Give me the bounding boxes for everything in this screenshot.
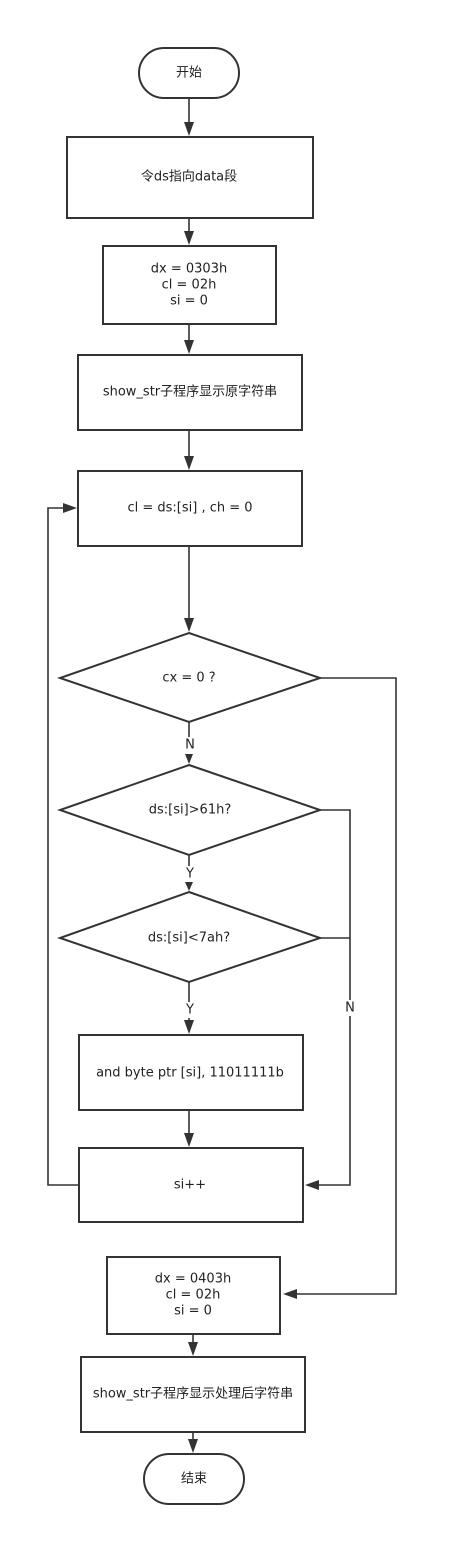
arrowhead-down bbox=[184, 122, 194, 136]
and-op-label: and byte ptr [si], 11011111b bbox=[96, 1066, 284, 1081]
arrowhead-down bbox=[184, 231, 194, 245]
reinit-registers-process: dx = 0403h cl = 02h si = 0 bbox=[106, 1256, 281, 1335]
arrowhead-down bbox=[188, 1439, 198, 1453]
inc-si-process: si++ bbox=[78, 1147, 304, 1223]
init2-line-2: cl = 02h bbox=[166, 1288, 221, 1303]
init1-line-3: si = 0 bbox=[170, 294, 208, 309]
load-cl-process: cl = ds:[si] , ch = 0 bbox=[77, 470, 303, 547]
init-registers-process: dx = 0303h cl = 02h si = 0 bbox=[102, 245, 277, 325]
init1-line-1: dx = 0303h bbox=[151, 262, 227, 277]
show-processed-label: show_str子程序显示处理后字符串 bbox=[93, 1386, 293, 1402]
init2-line-3: si = 0 bbox=[174, 1304, 212, 1319]
edge-label-bg bbox=[182, 866, 198, 882]
load-cl-label: cl = ds:[si] , ch = 0 bbox=[127, 501, 252, 516]
edge-loop-back bbox=[47, 507, 79, 1186]
edge-label-cx-no: N bbox=[185, 738, 195, 753]
check-lt-label: ds:[si]<7ah? bbox=[148, 931, 230, 946]
check-ge-label: ds:[si]>61h? bbox=[149, 803, 232, 818]
end-label: 结束 bbox=[181, 1472, 207, 1487]
check-cx-label: cx = 0 ? bbox=[162, 671, 215, 686]
edge-label-bg bbox=[342, 1000, 358, 1016]
show-original-process: show_str子程序显示原字符串 bbox=[77, 354, 303, 431]
inc-si-label: si++ bbox=[174, 1178, 206, 1193]
check-cx-decision: cx = 0 ? bbox=[56, 631, 324, 724]
arrowhead-down bbox=[188, 1342, 198, 1356]
check-ge-decision: ds:[si]>61h? bbox=[56, 763, 324, 857]
show-processed-process: show_str子程序显示处理后字符串 bbox=[80, 1356, 306, 1433]
set-ds-label: 令ds指向data段 bbox=[141, 169, 237, 185]
arrowhead-left bbox=[305, 1180, 319, 1190]
edge-label-bg bbox=[182, 1002, 198, 1018]
arrowhead-left bbox=[283, 1289, 297, 1299]
arrowhead-down bbox=[184, 618, 194, 632]
arrowhead-right bbox=[63, 503, 77, 513]
arrowhead-down bbox=[184, 456, 194, 470]
edge-check-ge-no bbox=[318, 809, 351, 1186]
edge-label-merge-no: N bbox=[345, 1001, 355, 1016]
edge-label-ge-yes: Y bbox=[185, 867, 194, 882]
set-ds-process: 令ds指向data段 bbox=[66, 136, 314, 219]
edge-label-lt-yes: Y bbox=[185, 1003, 194, 1018]
arrowhead-down bbox=[184, 340, 194, 354]
start-label: 开始 bbox=[176, 66, 202, 81]
check-lt-decision: ds:[si]<7ah? bbox=[56, 890, 324, 984]
init1-line-2: cl = 02h bbox=[162, 278, 217, 293]
arrowhead-down bbox=[184, 1020, 194, 1034]
and-op-process: and byte ptr [si], 11011111b bbox=[78, 1034, 304, 1111]
arrowhead-down bbox=[185, 754, 193, 764]
show-original-label: show_str子程序显示原字符串 bbox=[103, 384, 277, 400]
arrowhead-down bbox=[185, 882, 193, 891]
init2-line-1: dx = 0403h bbox=[155, 1272, 231, 1287]
start-terminal: 开始 bbox=[138, 47, 240, 99]
edge-label-bg bbox=[182, 737, 198, 753]
arrowhead-down bbox=[184, 1133, 194, 1147]
end-terminal: 结束 bbox=[143, 1453, 245, 1505]
edge-check-cx-yes bbox=[296, 677, 397, 1295]
